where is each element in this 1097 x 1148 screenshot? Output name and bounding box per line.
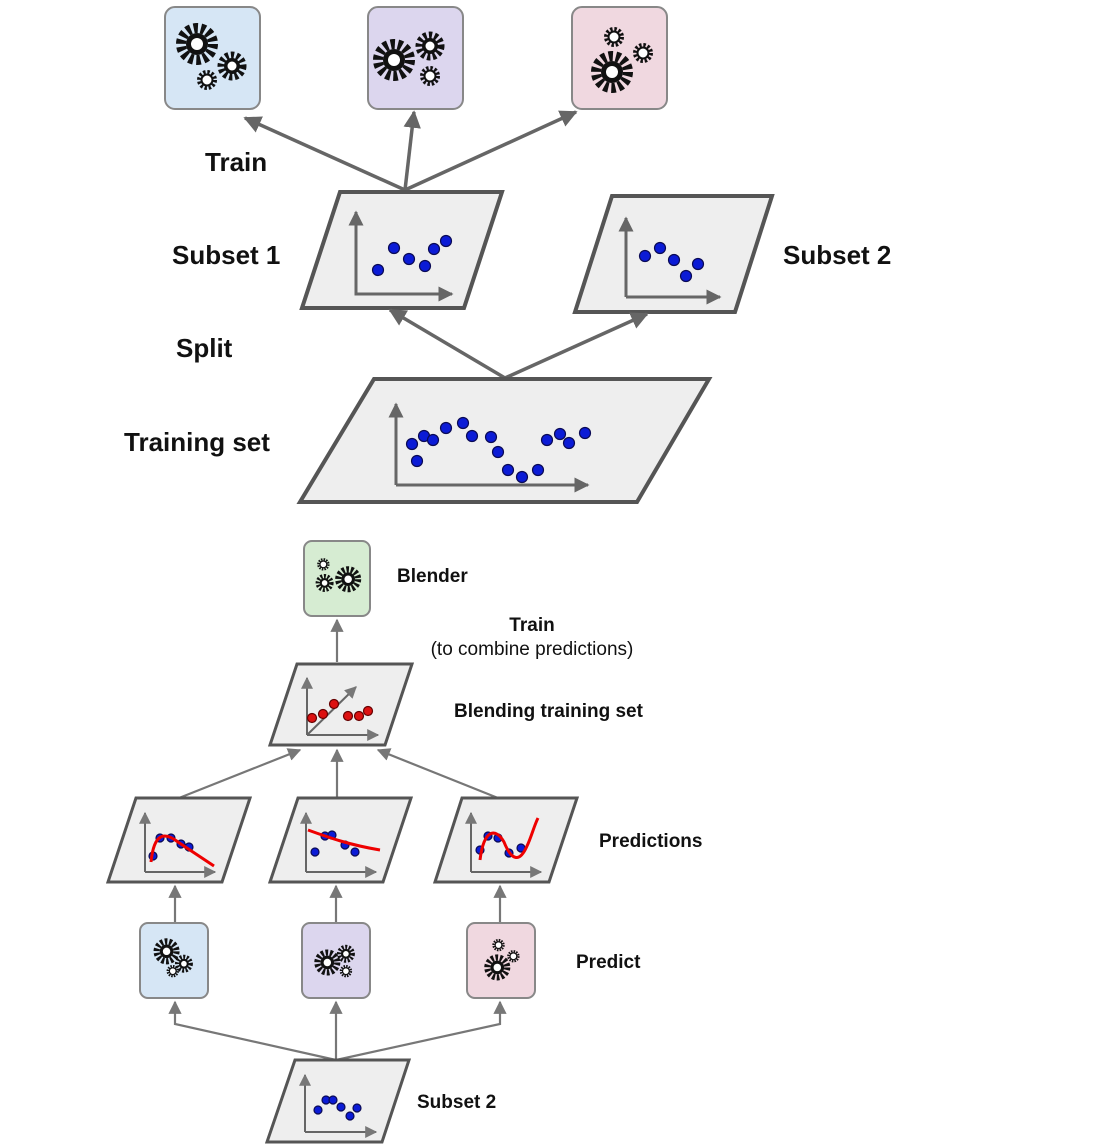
predictor-2-box — [367, 6, 464, 110]
train-arrows — [243, 110, 578, 192]
subset-2-bottom-panel — [264, 1058, 412, 1144]
subset-2-bottom-label: Subset 2 — [417, 1092, 496, 1113]
predictor-1-box — [164, 6, 261, 110]
subset-2-connectors — [168, 1000, 507, 1062]
blending-training-set-panel — [267, 662, 415, 747]
predictor-3-small-box — [466, 922, 536, 999]
subset-1-panel — [299, 190, 505, 310]
predict-arrows — [168, 884, 507, 923]
subset-1-label: Subset 1 — [172, 240, 280, 270]
blender-box — [303, 540, 371, 617]
predictor-2-small-box — [301, 922, 371, 999]
train-blender-label: Train — [509, 615, 554, 636]
predictions-label: Predictions — [599, 831, 702, 852]
train-label: Train — [205, 147, 267, 177]
predictions-panel-3 — [432, 796, 580, 884]
predict-label: Predict — [576, 952, 641, 973]
training-set-label: Training set — [124, 427, 270, 457]
subset-2-label: Subset 2 — [783, 240, 891, 270]
blending-training-set-label: Blending training set — [454, 701, 644, 722]
blender-label: Blender — [397, 566, 468, 587]
predictions-panel-2 — [267, 796, 414, 884]
training-set-panel — [296, 377, 713, 504]
blend-arrows — [178, 748, 499, 800]
predictor-3-box — [571, 6, 668, 110]
predictor-1-small-box — [139, 922, 209, 999]
split-label: Split — [176, 333, 233, 363]
split-arrows — [388, 308, 649, 380]
predictions-panel-1 — [105, 796, 253, 884]
subset-2-panel — [572, 194, 775, 314]
train-blender-note: (to combine predictions) — [431, 639, 634, 660]
